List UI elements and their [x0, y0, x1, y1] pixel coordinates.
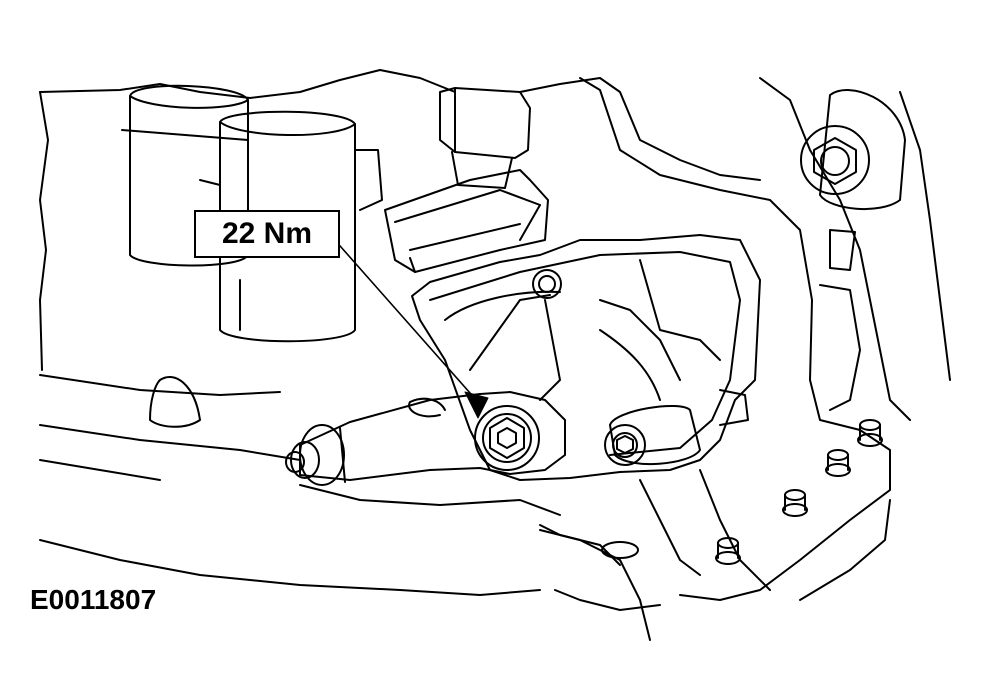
hex-nut: [800, 125, 870, 195]
leader-line: [332, 237, 489, 419]
range-sensor-plate: [411, 234, 761, 481]
hex-bolt: [474, 405, 540, 471]
sensor-connector: [384, 87, 549, 273]
figure-id: E0011807: [30, 584, 157, 615]
torque-value: 22 Nm: [221, 217, 313, 250]
socket-bolt: [604, 404, 701, 466]
housing-outline: [39, 69, 761, 641]
torque-callout: 22 Nm: [194, 210, 340, 258]
studs: [715, 419, 883, 565]
right-housing: [539, 77, 951, 611]
selector-lever: [285, 391, 566, 486]
